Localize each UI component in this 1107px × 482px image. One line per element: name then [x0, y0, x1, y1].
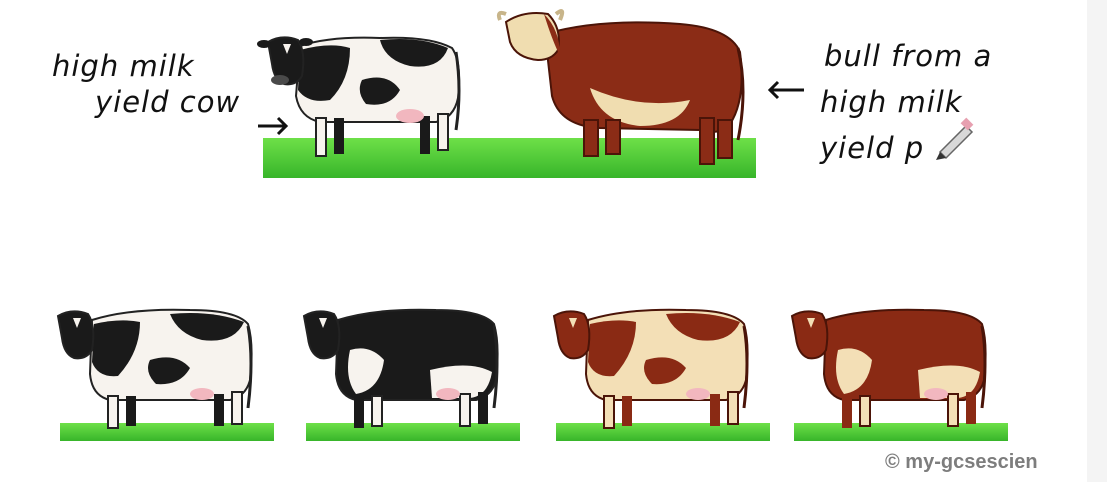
right-annotation-line-1: bull from a [824, 39, 992, 73]
left-annotation-line-1: high milk [52, 49, 195, 83]
offspring-cow-2 [304, 310, 498, 428]
label-right-parent: bull from a high milk yield p [819, 39, 992, 165]
arrow-right-icon [258, 118, 286, 134]
copyright-watermark: © my-gcsescien [885, 451, 1087, 479]
offspring-cow-3 [554, 310, 748, 428]
pencil-icon [936, 118, 973, 160]
grass-patch-offspring-3 [556, 423, 770, 441]
label-left-parent: high milk yield cow [52, 49, 240, 119]
left-annotation-line-2: yield cow [94, 85, 240, 119]
grass-patch-offspring-2 [306, 423, 520, 441]
offspring-cow-1 [58, 310, 252, 428]
arrow-left-icon [770, 82, 804, 98]
right-annotation-line-2: high milk [820, 85, 963, 119]
grass-patch-offspring-1 [60, 423, 274, 441]
offspring-cow-4 [792, 310, 986, 428]
right-annotation-line-3: yield p [819, 131, 924, 165]
grass-patch-offspring-4 [794, 423, 1008, 441]
